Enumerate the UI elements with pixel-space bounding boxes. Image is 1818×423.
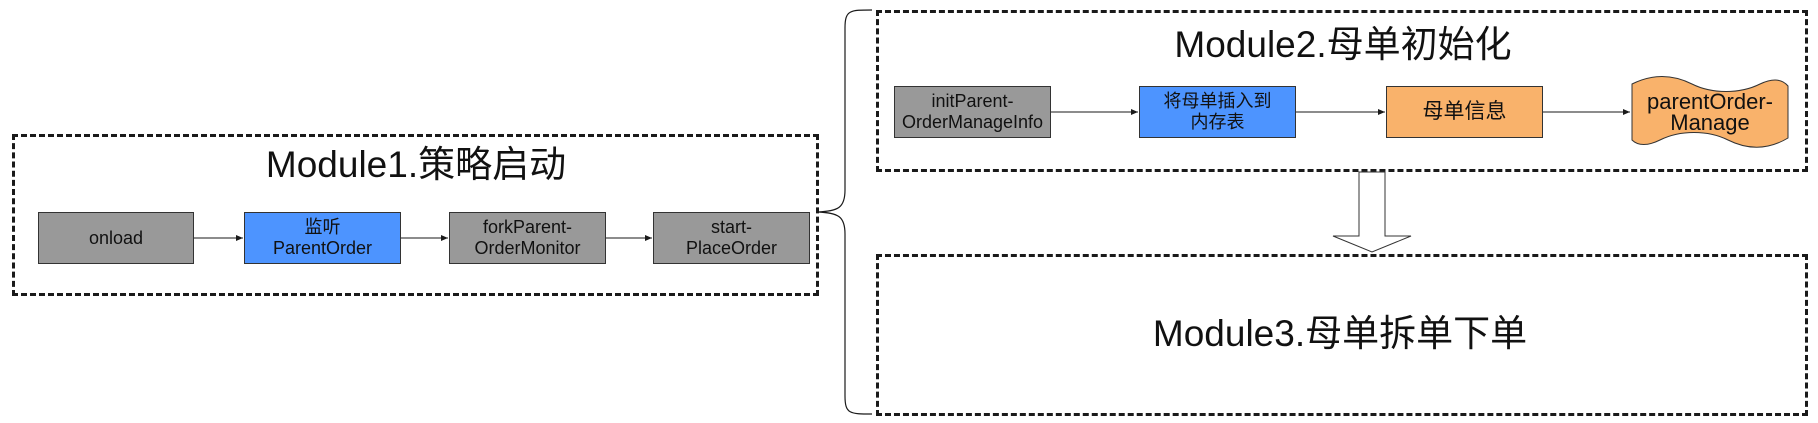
module1-frame <box>12 134 819 296</box>
wave-node-line2: Manage <box>1670 109 1750 135</box>
node-listen-line1: 监听 <box>304 217 341 238</box>
node-listen-line2: ParentOrder <box>272 238 373 258</box>
module2-title: Module2.母单初始化 <box>1174 24 1512 65</box>
node-insert-line2: 内存表 <box>1190 112 1245 132</box>
node-parent-order-info: 母单信息 <box>1386 86 1543 138</box>
node-fork-line1: forkParent- <box>482 217 573 238</box>
module3-title: Module3.母单拆单下单 <box>1152 313 1528 354</box>
node-start-line2: PlaceOrder <box>685 238 778 258</box>
module1-title: Module1.策略启动 <box>265 144 567 185</box>
brace-connector <box>817 9 873 415</box>
node-onload-line1: onload <box>88 227 144 248</box>
node-listen-parent-order: 监听 ParentOrder <box>244 212 401 264</box>
module2-frame <box>876 10 1808 172</box>
node-init-line2: OrderManageInfo <box>901 112 1044 132</box>
wave-node-label: parentOrder- Manage <box>1647 89 1773 135</box>
node-fork-parent-order-monitor: forkParent- OrderMonitor <box>449 212 606 264</box>
node-start-place-order: start- PlaceOrder <box>653 212 810 264</box>
down-block-arrow <box>1332 171 1412 253</box>
wave-node-parent-order-manage <box>1631 76 1789 148</box>
node-insert-line1: 将母单插入到 <box>1163 91 1272 112</box>
node-init-line1: initParent- <box>931 91 1014 112</box>
wave-node-line1: parentOrder- <box>1647 89 1773 114</box>
node-parent-info-line1: 母单信息 <box>1422 99 1507 123</box>
node-fork-line2: OrderMonitor <box>474 238 581 258</box>
node-onload: onload <box>38 212 194 264</box>
node-insert-memory-table: 将母单插入到 内存表 <box>1139 86 1296 138</box>
node-init-parent-order-manage-info: initParent- OrderManageInfo <box>894 86 1051 138</box>
module3-frame <box>876 254 1808 416</box>
node-start-line1: start- <box>710 217 752 238</box>
